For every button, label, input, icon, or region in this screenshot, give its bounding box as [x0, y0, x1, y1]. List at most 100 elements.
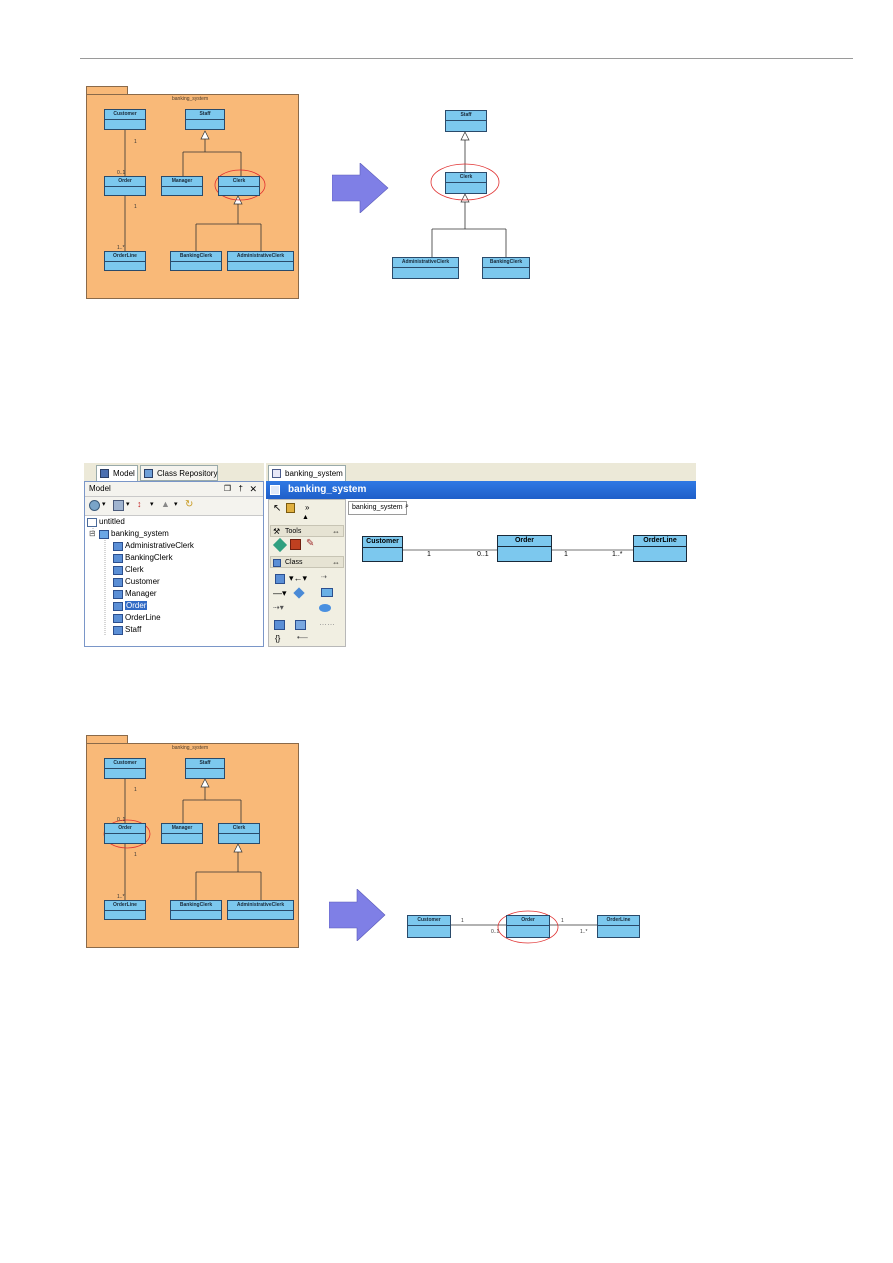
editor-tabbar: banking_system [266, 463, 696, 481]
close-icon[interactable]: ✕ [249, 484, 257, 494]
canvas-mult-0-1: 0..1 [477, 551, 489, 558]
class-icon [113, 542, 123, 551]
tab-model[interactable]: Model [96, 465, 138, 481]
result-class-staff: Staff [445, 110, 487, 132]
realization-tool-icon[interactable]: ⇢▾ [273, 603, 284, 612]
class-banking-clerk: BankingClerk [170, 900, 222, 920]
new-model-icon[interactable] [89, 500, 100, 511]
class-orderline: OrderLine [104, 900, 146, 920]
class-administrative-clerk: AdministrativeClerk [227, 251, 294, 271]
tree-item[interactable]: OrderLine [113, 612, 161, 624]
search-icon[interactable]: ⌕ [405, 503, 409, 510]
class-tool-icon[interactable] [275, 574, 285, 584]
sort-icon[interactable]: ↕ [137, 499, 142, 509]
section-toggle-icon[interactable]: ⇔ [332, 527, 340, 536]
diagram-icon [270, 485, 280, 495]
tree-item[interactable]: AdministrativeClerk [113, 540, 194, 552]
tab-editor-banking-system[interactable]: banking_system [268, 465, 346, 481]
result-mult-1-many: 1..* [580, 929, 588, 935]
pen-tool-icon[interactable]: ✎ [306, 538, 315, 549]
link-tool-icon[interactable]: •— [297, 633, 308, 642]
tab-class-repository[interactable]: Class Repository [140, 465, 218, 481]
class-icon [113, 614, 123, 623]
canvas-class-customer[interactable]: Customer [362, 536, 403, 562]
tree-package[interactable]: ⊟ banking_system [89, 529, 169, 539]
editor-title: banking_system [266, 481, 696, 499]
scroll-up-icon[interactable]: ▲ [302, 514, 309, 521]
class-clerk: Clerk [218, 176, 260, 196]
generalization-tool-icon[interactable]: ▾←▾ [289, 573, 308, 583]
tree-item-selected[interactable]: Order [113, 600, 148, 612]
stamp-tool-icon[interactable] [290, 539, 301, 550]
transform-arrow-1 [332, 163, 389, 213]
filter-icon[interactable] [113, 500, 124, 511]
pin-icon[interactable]: † [238, 484, 243, 493]
class-manager: Manager [161, 176, 203, 196]
palette-section-class[interactable]: Class ⇔ [270, 556, 344, 568]
note-tool-icon[interactable] [295, 620, 306, 630]
package-icon [99, 530, 109, 539]
tree-item[interactable]: Manager [113, 588, 157, 600]
package-tool-icon[interactable] [274, 620, 285, 630]
tree-item[interactable]: BankingClerk [113, 552, 173, 564]
class-icon [273, 559, 281, 567]
page-header-rule [80, 58, 853, 59]
mult-orderline-order: 1..* [117, 245, 125, 251]
model-panel: Model ❐ † ✕ ▾ ▾ ↕ ▾ ▲ ▾ ↻ untitled ⊟ ban [84, 481, 264, 647]
tree-item[interactable]: Customer [113, 576, 160, 588]
anchor-tool-icon[interactable]: …… [319, 618, 335, 627]
refresh-icon[interactable]: ↻ [185, 499, 194, 510]
breadcrumb[interactable]: banking_system [348, 501, 407, 515]
dropdown-icon[interactable]: ▾ [126, 501, 130, 508]
mult-order-customer: 0..1 [117, 170, 126, 176]
class-administrative-clerk: AdministrativeClerk [227, 900, 294, 920]
class-icon [113, 554, 123, 563]
tree-item[interactable]: Staff [113, 624, 141, 636]
mult-customer-order: 1 [134, 139, 137, 145]
diagram-canvas[interactable]: banking_system ⌕ Customer Order OrderLin… [347, 499, 696, 647]
canvas-class-order[interactable]: Order [497, 535, 552, 562]
package-title: banking_system [172, 96, 209, 102]
class-customer: Customer [104, 109, 146, 130]
dropdown-icon[interactable]: ▾ [174, 501, 178, 508]
app-screenshot: Model Class Repository Model ❐ † ✕ ▾ ▾ ↕… [84, 463, 696, 647]
left-tabbar: Model Class Repository [84, 463, 264, 481]
model-panel-title: Model [89, 484, 111, 493]
dropdown-icon[interactable]: ▾ [102, 501, 106, 508]
result-class-administrative-clerk: AdministrativeClerk [392, 257, 459, 279]
tools-icon: ⚒ [273, 527, 281, 536]
mult-order-customer: 0..1 [117, 817, 126, 823]
usecase-tool-icon[interactable] [319, 604, 331, 612]
lock-icon[interactable] [286, 503, 295, 513]
pointer-icon[interactable]: ↖ [273, 503, 282, 514]
dependency-tool-icon[interactable]: ⇢ [321, 574, 327, 581]
canvas-connectors [403, 549, 633, 551]
section-toggle-icon[interactable]: ⇔ [332, 558, 340, 567]
class-icon [113, 566, 123, 575]
constraint-tool-icon[interactable]: {} [275, 634, 281, 643]
dropdown-icon[interactable]: ▾ [150, 501, 154, 508]
model-panel-header: Model ❐ † ✕ [85, 482, 263, 497]
result-class-customer: Customer [407, 915, 451, 938]
mult-orderline-order: 1..* [117, 894, 125, 900]
diagram-palette: ↖ » ▲ ⚒ Tools ⇔ ✎ Class ⇔ ▾←▾ ⇢ —▾ ⇢▾ ……… [268, 499, 346, 647]
restore-icon[interactable]: ❐ [223, 484, 231, 493]
interface-tool-icon[interactable] [321, 588, 333, 597]
canvas-class-orderline[interactable]: OrderLine [633, 535, 687, 562]
canvas-mult-1: 1 [427, 551, 431, 558]
class-banking-clerk: BankingClerk [170, 251, 222, 271]
canvas-mult-1-many: 1..* [612, 551, 623, 558]
class-icon [113, 602, 123, 611]
tree-item[interactable]: Clerk [113, 564, 144, 576]
tree-root[interactable]: untitled [87, 516, 125, 528]
up-icon[interactable]: ▲ [161, 499, 170, 509]
association-tool-icon[interactable]: —▾ [273, 588, 287, 598]
palette-section-tools[interactable]: ⚒ Tools ⇔ [270, 525, 344, 537]
class-icon [113, 626, 123, 635]
class-icon [113, 578, 123, 587]
model-icon [100, 469, 109, 478]
expand-icon[interactable]: » [305, 503, 310, 512]
collapse-icon[interactable]: ⊟ [89, 529, 96, 538]
